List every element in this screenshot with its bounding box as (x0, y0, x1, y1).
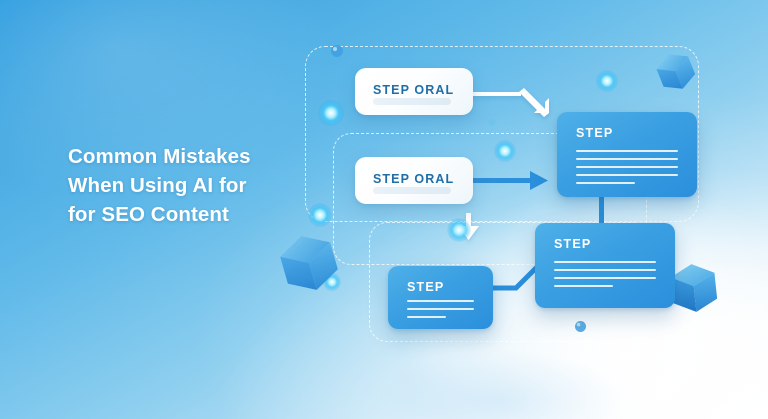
blue-step-card-bottom[interactable]: STEP (388, 266, 493, 329)
page-title: Common Mistakes When Using AI for for SE… (68, 142, 308, 229)
page-title-line-2: When Using AI for (68, 174, 247, 197)
white-step-card-1[interactable]: STEP ORAL (355, 68, 473, 115)
blue-step-card-middle-label: STEP (554, 237, 592, 251)
cube-top-right (655, 50, 697, 94)
blue-step-card-top-lines (576, 150, 678, 190)
bubble-bottom (574, 320, 587, 333)
blue-step-card-top-label: STEP (576, 126, 614, 140)
blue-step-card-bottom-lines (407, 300, 474, 324)
white-step-card-2-placeholder-bar (373, 187, 451, 194)
blue-step-card-top[interactable]: STEP (557, 112, 697, 197)
white-step-card-1-placeholder-bar (373, 98, 451, 105)
white-step-card-1-label: STEP ORAL (373, 83, 455, 97)
blue-step-card-middle[interactable]: STEP (535, 223, 675, 308)
cube-left (277, 230, 341, 296)
background-sheen-center (330, 330, 670, 419)
blue-step-card-middle-lines (554, 261, 656, 293)
bubble-mid (488, 118, 496, 126)
bubble-top (330, 44, 344, 58)
blue-step-card-bottom-label: STEP (407, 280, 445, 294)
page-title-line-3: for SEO Content (68, 203, 229, 226)
page-title-line-1: Common Mistakes (68, 145, 251, 168)
cube-bottom-right (666, 260, 722, 318)
white-step-card-2[interactable]: STEP ORAL (355, 157, 473, 204)
dashed-group-top (305, 46, 699, 222)
white-step-card-2-label: STEP ORAL (373, 172, 455, 186)
